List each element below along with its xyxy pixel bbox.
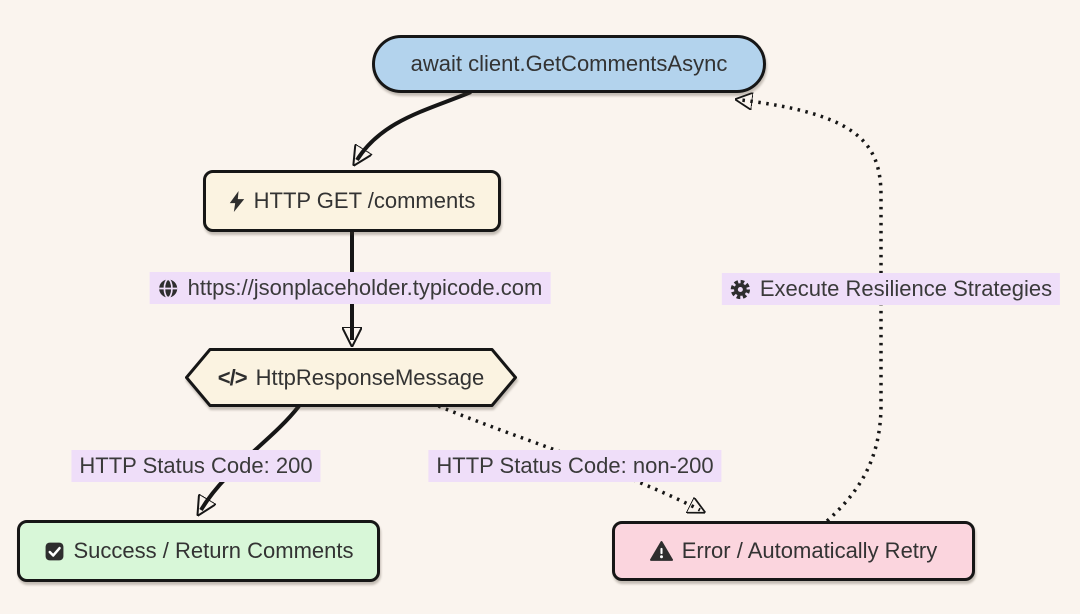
node-http-get: HTTP GET /comments [203, 170, 501, 232]
edge-label-resilience: Execute Resilience Strategies [721, 273, 1061, 305]
edge-label-text: HTTP Status Code: 200 [79, 453, 313, 478]
node-label: HTTP GET /comments [253, 188, 476, 213]
edge-label-status-non-200: HTTP Status Code: non-200 [428, 450, 722, 482]
node-success: Success / Return Comments [17, 520, 380, 582]
edge-label-text: HTTP Status Code: non-200 [436, 453, 714, 478]
node-http-response-message: </> HttpResponseMessage [185, 348, 517, 407]
edge-start-to-httpget [357, 90, 472, 160]
node-start-await-call: await client.GetCommentsAsync [372, 35, 766, 93]
node-label: HttpResponseMessage [255, 364, 485, 390]
edge-error-to-start [741, 100, 883, 523]
edge-label-text: https://jsonplaceholder.typicode.com [187, 275, 543, 300]
bolt-icon [229, 190, 244, 212]
edge-label-text: Execute Resilience Strategies [759, 276, 1053, 301]
hexagon-shape [185, 348, 517, 407]
node-error-retry: Error / Automatically Retry [612, 521, 975, 581]
node-label: Error / Automatically Retry [681, 538, 938, 563]
code-icon: </> [217, 364, 248, 390]
globe-icon [159, 278, 178, 298]
warning-icon [649, 541, 673, 561]
edge-label-base-url: https://jsonplaceholder.typicode.com [149, 272, 551, 304]
node-label: Success / Return Comments [73, 538, 354, 563]
gear-icon [730, 279, 751, 299]
check-square-icon [45, 542, 63, 560]
edge-label-status-200: HTTP Status Code: 200 [71, 450, 321, 482]
node-label: await client.GetCommentsAsync [410, 51, 728, 76]
